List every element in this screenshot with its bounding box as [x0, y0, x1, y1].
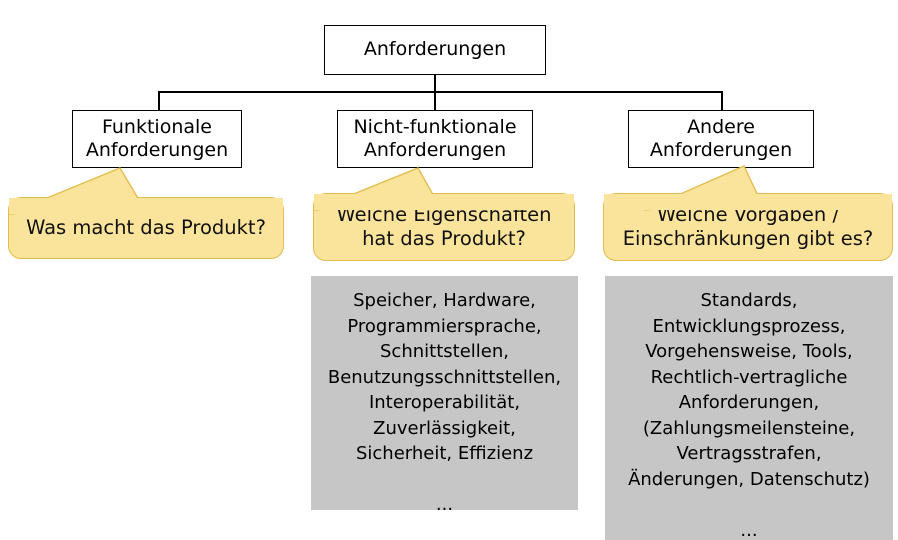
connector-root-stem — [434, 75, 436, 92]
connector-stem-non-functional — [434, 91, 436, 110]
detail-block-non-functional: Speicher, Hardware, Programmiersprache, … — [311, 276, 578, 515]
detail-non-functional-text: Speicher, Hardware, Programmiersprache, … — [327, 290, 562, 516]
node-root-label: Anforderungen — [363, 38, 507, 61]
detail-other-text: Standards, Entwicklungsprozess, Vorgehen… — [628, 290, 870, 540]
detail-block-other: Standards, Entwicklungsprozess, Vorgehen… — [605, 276, 893, 540]
node-functional-label: Funktionale Anforderungen — [85, 115, 229, 161]
node-other-label: Andere Anforderungen — [649, 115, 793, 161]
connector-stem-other — [721, 91, 723, 110]
node-functional-requirements: Funktionale Anforderungen — [72, 110, 242, 168]
callout-functional-text: Was macht das Produkt? — [26, 215, 266, 239]
node-root-anforderungen: Anforderungen — [324, 25, 546, 75]
connector-stem-functional — [158, 91, 160, 110]
node-non-functional-requirements: Nicht-funktionale Anforderungen — [337, 110, 533, 168]
node-non-functional-label: Nicht-funktionale Anforderungen — [353, 115, 517, 161]
connector-horizontal-bus — [158, 91, 723, 93]
node-other-requirements: Andere Anforderungen — [628, 110, 814, 168]
